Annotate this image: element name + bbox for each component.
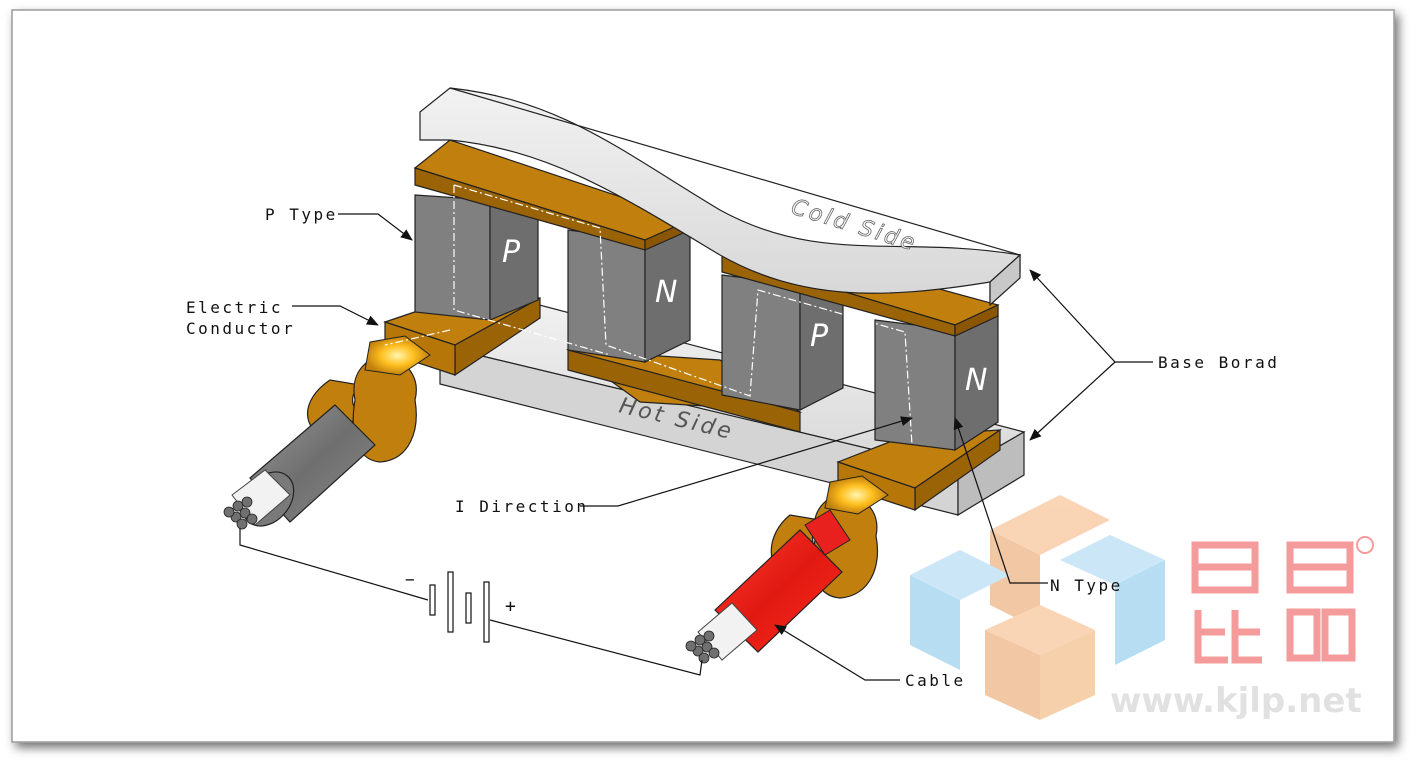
wire-positive xyxy=(489,619,703,676)
label-cable: Cable xyxy=(905,671,966,690)
leg-p-left: P xyxy=(414,194,539,321)
battery-minus: − xyxy=(405,570,415,589)
leg-p-middle: P xyxy=(721,274,844,411)
battery-plus: + xyxy=(505,596,516,617)
leg-label-1: P xyxy=(502,235,521,270)
label-electric: Electric xyxy=(186,298,283,317)
leg-label-2: N xyxy=(655,275,677,310)
battery-symbol: − + xyxy=(405,570,516,643)
leg-label-3: P xyxy=(810,319,829,354)
leg-label-4: N xyxy=(965,363,987,398)
left-cable xyxy=(223,404,376,530)
label-conductor: Conductor xyxy=(186,319,295,338)
label-i-direction: I Direction xyxy=(455,497,588,516)
watermark-logo: www.kjlp.net xyxy=(910,495,1374,721)
label-base-board: Base Borad xyxy=(1158,353,1279,372)
callout-leaders xyxy=(292,213,1153,681)
right-cable xyxy=(685,509,851,664)
wire-negative xyxy=(239,528,429,601)
leg-n-right: N xyxy=(874,307,999,452)
label-p-type: P Type xyxy=(265,205,338,224)
watermark-text: www.kjlp.net xyxy=(1110,681,1362,721)
leg-n-middle: N xyxy=(567,221,691,363)
label-n-type: N Type xyxy=(1050,576,1123,595)
current-path xyxy=(384,184,913,446)
